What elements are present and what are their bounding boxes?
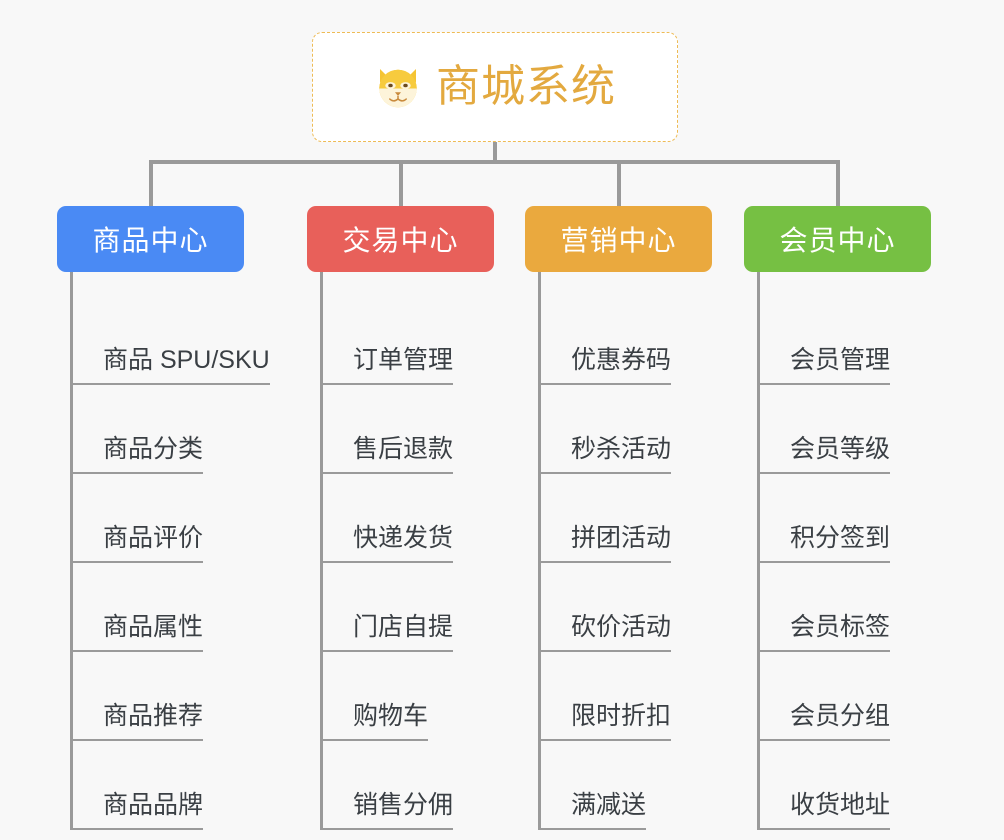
leaf-item-label: 购物车 bbox=[323, 704, 428, 741]
leaf-item-underline bbox=[760, 650, 890, 652]
leaf-list-product-center: 商品 SPU/SKU 商品分类商品评价商品属性商品推荐商品品牌 bbox=[70, 272, 270, 830]
leaf-item-label: 会员标签 bbox=[760, 615, 890, 652]
leaf-item-underline bbox=[73, 561, 203, 563]
category-column-trade-center: 交易中心订单管理售后退款快递发货门店自提购物车销售分佣 bbox=[307, 206, 494, 830]
leaf-item-underline bbox=[323, 739, 428, 741]
leaf-item-label: 快递发货 bbox=[323, 526, 453, 563]
category-header-marketing-center[interactable]: 营销中心 bbox=[525, 206, 712, 272]
leaf-item-underline bbox=[73, 472, 203, 474]
leaf-item[interactable]: 订单管理 bbox=[323, 296, 494, 385]
connector-drop-member-center bbox=[835, 160, 840, 208]
leaf-list-member-center: 会员管理会员等级积分签到会员标签会员分组收货地址 bbox=[757, 272, 931, 830]
category-column-member-center: 会员中心会员管理会员等级积分签到会员标签会员分组收货地址 bbox=[744, 206, 931, 830]
leaf-item-underline bbox=[323, 561, 453, 563]
leaf-item-label: 砍价活动 bbox=[541, 615, 671, 652]
leaf-item-underline bbox=[323, 472, 453, 474]
leaf-item-label: 会员等级 bbox=[760, 437, 890, 474]
leaf-item[interactable]: 商品品牌 bbox=[73, 741, 244, 830]
leaf-item-underline bbox=[760, 472, 890, 474]
leaf-list-marketing-center: 优惠券码秒杀活动拼团活动砍价活动限时折扣满减送 bbox=[538, 272, 712, 830]
category-header-trade-center[interactable]: 交易中心 bbox=[307, 206, 494, 272]
leaf-item-label: 拼团活动 bbox=[541, 526, 671, 563]
leaf-item[interactable]: 商品评价 bbox=[73, 474, 244, 563]
leaf-item[interactable]: 商品属性 bbox=[73, 563, 244, 652]
leaf-item-underline bbox=[760, 828, 890, 830]
leaf-item[interactable]: 会员标签 bbox=[760, 563, 931, 652]
leaf-item-label: 商品分类 bbox=[73, 437, 203, 474]
leaf-item-underline bbox=[541, 739, 671, 741]
leaf-item-underline bbox=[541, 650, 671, 652]
leaf-item-underline bbox=[323, 828, 453, 830]
leaf-item-label: 门店自提 bbox=[323, 615, 453, 652]
connector-drop-product-center bbox=[148, 160, 153, 208]
category-column-product-center: 商品中心商品 SPU/SKU 商品分类商品评价商品属性商品推荐商品品牌 bbox=[57, 206, 270, 830]
leaf-item-label: 商品品牌 bbox=[73, 793, 203, 830]
leaf-item[interactable]: 商品分类 bbox=[73, 385, 244, 474]
leaf-item-underline bbox=[323, 383, 453, 385]
leaf-item-label: 订单管理 bbox=[323, 348, 453, 385]
leaf-item-underline bbox=[760, 561, 890, 563]
root-trunk-line bbox=[493, 142, 497, 164]
category-column-marketing-center: 营销中心优惠券码秒杀活动拼团活动砍价活动限时折扣满减送 bbox=[525, 206, 712, 830]
leaf-item[interactable]: 收货地址 bbox=[760, 741, 931, 830]
connector-drop-trade-center bbox=[398, 160, 403, 208]
leaf-item-label: 商品 SPU/SKU bbox=[73, 348, 270, 385]
leaf-item[interactable]: 会员管理 bbox=[760, 296, 931, 385]
leaf-item-label: 秒杀活动 bbox=[541, 437, 671, 474]
root-node[interactable]: 商城系统 bbox=[312, 32, 678, 142]
leaf-item-underline bbox=[760, 739, 890, 741]
leaf-item-underline bbox=[73, 739, 203, 741]
leaf-item-label: 商品属性 bbox=[73, 615, 203, 652]
connector-drop-marketing-center bbox=[616, 160, 621, 208]
leaf-item-label: 商品评价 bbox=[73, 526, 203, 563]
leaf-item-label: 限时折扣 bbox=[541, 704, 671, 741]
leaf-item-label: 收货地址 bbox=[760, 793, 890, 830]
leaf-item-underline bbox=[73, 383, 270, 385]
leaf-item-label: 会员分组 bbox=[760, 704, 890, 741]
category-header-product-center[interactable]: 商品中心 bbox=[57, 206, 244, 272]
leaf-item[interactable]: 优惠券码 bbox=[541, 296, 712, 385]
leaf-item[interactable]: 会员等级 bbox=[760, 385, 931, 474]
leaf-item-underline bbox=[73, 828, 203, 830]
leaf-item[interactable]: 砍价活动 bbox=[541, 563, 712, 652]
leaf-item-label: 满减送 bbox=[541, 793, 646, 830]
leaf-item-underline bbox=[541, 561, 671, 563]
leaf-item[interactable]: 积分签到 bbox=[760, 474, 931, 563]
leaf-item-underline bbox=[541, 472, 671, 474]
leaf-list-trade-center: 订单管理售后退款快递发货门店自提购物车销售分佣 bbox=[320, 272, 494, 830]
category-header-member-center[interactable]: 会员中心 bbox=[744, 206, 931, 272]
leaf-item[interactable]: 会员分组 bbox=[760, 652, 931, 741]
leaf-item-underline bbox=[541, 828, 646, 830]
leaf-item-underline bbox=[541, 383, 671, 385]
leaf-item[interactable]: 满减送 bbox=[541, 741, 712, 830]
leaf-item-underline bbox=[760, 383, 890, 385]
horizontal-bus-line bbox=[149, 160, 839, 164]
leaf-item[interactable]: 快递发货 bbox=[323, 474, 494, 563]
leaf-item[interactable]: 售后退款 bbox=[323, 385, 494, 474]
leaf-item-underline bbox=[323, 650, 453, 652]
root-title: 商城系统 bbox=[436, 62, 616, 111]
leaf-item[interactable]: 秒杀活动 bbox=[541, 385, 712, 474]
leaf-item[interactable]: 商品推荐 bbox=[73, 652, 244, 741]
leaf-item-label: 销售分佣 bbox=[323, 793, 453, 830]
leaf-item[interactable]: 商品 SPU/SKU bbox=[73, 296, 270, 385]
leaf-item[interactable]: 销售分佣 bbox=[323, 741, 494, 830]
leaf-item-label: 会员管理 bbox=[760, 348, 890, 385]
leaf-item[interactable]: 门店自提 bbox=[323, 563, 494, 652]
leaf-item-label: 优惠券码 bbox=[541, 348, 671, 385]
dog-face-icon bbox=[379, 69, 417, 108]
leaf-item-label: 商品推荐 bbox=[73, 704, 203, 741]
leaf-item[interactable]: 拼团活动 bbox=[541, 474, 712, 563]
leaf-item-label: 积分签到 bbox=[760, 526, 890, 563]
leaf-item[interactable]: 购物车 bbox=[323, 652, 494, 741]
leaf-item-underline bbox=[73, 650, 203, 652]
leaf-item-label: 售后退款 bbox=[323, 437, 453, 474]
leaf-item[interactable]: 限时折扣 bbox=[541, 652, 712, 741]
